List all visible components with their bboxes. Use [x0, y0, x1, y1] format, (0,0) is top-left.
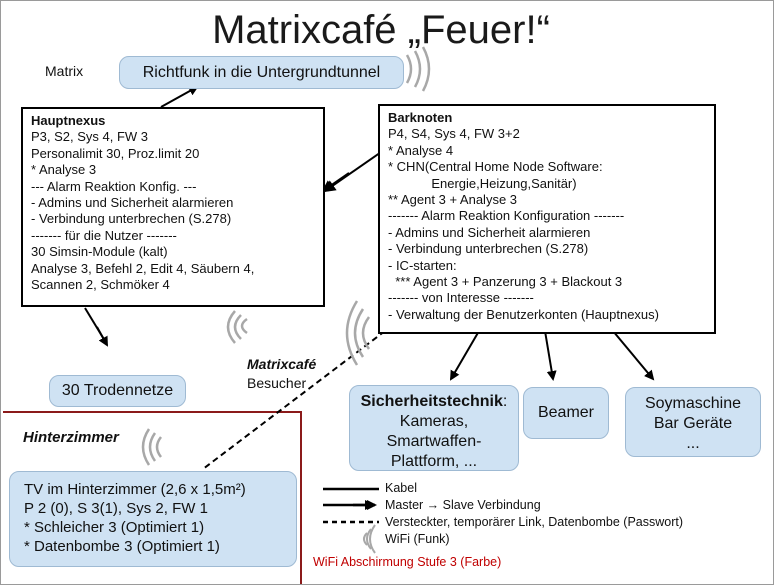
barknoten-line: - Verbindung unterbrechen (S.278)	[388, 241, 589, 257]
link-hauptnexus-trodennetze-arrow	[96, 326, 108, 347]
barknoten-line: ------- von Interesse -------	[388, 290, 534, 306]
matrix-label: Matrix	[45, 63, 84, 79]
link-hauptnexus-trodennetze	[84, 307, 106, 342]
cafe-visitors: Besucher	[247, 375, 307, 391]
barknoten-line: ------- Alarm Reaktion Konfiguration ---…	[388, 208, 625, 224]
sicherheitstechnik-line: Kameras,	[399, 413, 469, 430]
hauptnexus-line: P3, S2, Sys 4, FW 3	[31, 129, 149, 145]
tv-line: * Schleicher 3 (Optimiert 1)	[24, 519, 205, 536]
wifi-icon-cafe-left	[226, 310, 248, 344]
hauptnexus-line: Analyse 3, Befehl 2, Edit 4, Säubern 4,	[31, 260, 255, 276]
sicherheitstechnik-heading: Sicherheitstechnik	[360, 393, 503, 410]
barknoten-line: * Analyse 4	[388, 142, 454, 158]
hauptnexus-line: Personalimit 30, Proz.limit 20	[31, 145, 200, 161]
richtfunk-cloud: Richtfunk in die Untergrundtunnel	[119, 56, 404, 89]
hauptnexus-line: ------- für die Nutzer -------	[31, 227, 177, 243]
sicherheitstechnik-cloud: Sicherheitstechnik: Kameras, Smartwaffen…	[349, 385, 519, 471]
sicherheitstechnik-line: Smartwaffen-	[386, 433, 482, 450]
soymaschine-line: Bar Geräte	[653, 415, 733, 432]
barknoten-node: Barknoten P4, S4, Sys 4, FW 3+2 * Analys…	[378, 104, 716, 334]
hauptnexus-heading: Hauptnexus	[31, 113, 106, 128]
barknoten-line: - Admins und Sicherheit alarmieren	[388, 224, 591, 240]
tv-hinterzimmer-cloud: TV im Hinterzimmer (2,6 x 1,5m²) P 2 (0)…	[9, 471, 297, 567]
link-barknoten-hauptnexus-second	[321, 172, 350, 193]
legend-shielding: WiFi Abschirmung Stufe 3 (Farbe)	[313, 555, 502, 569]
soymaschine-line: ...	[686, 435, 700, 452]
legend-master-slave: Master → Slave Verbindung	[385, 498, 541, 512]
hauptnexus-line: --- Alarm Reaktion Konfig. ---	[31, 178, 197, 194]
tv-line: * Datenbombe 3 (Optimiert 1)	[24, 538, 220, 555]
barknoten-line: P4, S4, Sys 4, FW 3+2	[388, 126, 520, 142]
trodennetze-cloud: 30 Trodennetze	[49, 375, 186, 407]
soymaschine-cloud: Soymaschine Bar Geräte ...	[625, 387, 761, 457]
hinterzimmer-label: Hinterzimmer	[23, 429, 119, 446]
sicherheitstechnik-line: Plattform, ...	[390, 453, 478, 470]
barknoten-heading: Barknoten	[388, 110, 453, 125]
hauptnexus-node: Hauptnexus P3, S2, Sys 4, FW 3 Personali…	[21, 107, 325, 307]
hauptnexus-line: Scannen 2, Schmöker 4	[31, 277, 170, 293]
hauptnexus-line: 30 Simsin-Module (kalt)	[31, 244, 168, 260]
link-barknoten-beamer	[544, 330, 557, 381]
page-title: Matrixcafé „Feuer!“	[212, 8, 550, 52]
cafe-name: Matrixcafé	[247, 356, 317, 372]
legend-wifi: WiFi (Funk)	[385, 532, 450, 546]
barknoten-line: *** Agent 3 + Panzerung 3 + Blackout 3	[388, 274, 623, 290]
hauptnexus-line: - Admins und Sicherheit alarmieren	[31, 195, 234, 211]
link-barknoten-sicherheitstechnik	[449, 330, 480, 381]
hauptnexus-line: - Verbindung unterbrechen (S.278)	[31, 211, 232, 227]
wifi-icon-cafe-right	[345, 300, 371, 366]
tv-line: P 2 (0), S 3(1), Sys 2, FW 1	[24, 500, 208, 517]
barknoten-line: ** Agent 3 + Analyse 3	[388, 192, 518, 208]
wifi-icon-hinterzimmer	[141, 428, 163, 466]
link-barknoten-soymaschine	[612, 330, 655, 381]
legend-kabel: Kabel	[385, 481, 417, 495]
hauptnexus-line: * Analyse 3	[31, 162, 97, 178]
barknoten-line: - IC-starten:	[388, 257, 457, 273]
legend-wifi-icon	[363, 524, 376, 554]
sicherheitstechnik-colon: :	[502, 393, 508, 410]
link-hauptnexus-richtfunk	[160, 86, 199, 108]
beamer-cloud: Beamer	[523, 387, 609, 439]
barknoten-line: Energie,Heizung,Sanitär)	[388, 175, 577, 191]
barknoten-line: * CHN(Central Home Node Software:	[388, 159, 603, 175]
tv-line: TV im Hinterzimmer (2,6 x 1,5m²)	[24, 481, 246, 498]
barknoten-line: - Verwaltung der Benutzerkonten (Hauptne…	[388, 306, 659, 322]
soymaschine-line: Soymaschine	[644, 395, 742, 412]
legend-versteckt: Versteckter, temporärer Link, Datenbombe…	[385, 515, 684, 529]
